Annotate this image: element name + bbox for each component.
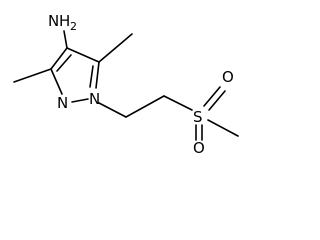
bond-s-methyl	[207, 119, 239, 137]
bond-s-o-top-b	[208, 90, 226, 111]
ring-n1-label: N	[89, 90, 100, 108]
bond-c5-n1-double-inner	[89, 65, 94, 88]
bond-c5-n1-double	[95, 61, 100, 89]
bond-c4-c5	[66, 47, 100, 63]
bond-c5-methyl	[98, 33, 133, 63]
bond-n1-ch2	[98, 102, 127, 118]
bond-c3-methyl	[13, 68, 52, 83]
bond-ch2-ch2	[125, 95, 165, 118]
bond-c4-c3-double	[50, 47, 68, 70]
bond-s-o-top-a	[203, 86, 221, 107]
amine-group: N H 2	[48, 12, 77, 33]
bond-c3-n2	[50, 68, 63, 95]
oxygen-bottom-label: O	[193, 139, 205, 156]
bond-c4-nh2	[63, 30, 68, 49]
ring-n2-label: N	[57, 94, 68, 112]
amine-n-label: N	[48, 12, 59, 30]
pyrazole-ring	[50, 47, 100, 103]
bond-c4-c3-double-inner	[56, 54, 72, 72]
sulfur-label: S	[193, 108, 203, 126]
bond-n2-n1	[71, 98, 89, 103]
structure-diagram: N H 2 N N S O O	[13, 12, 239, 156]
amine-h-count: 2	[70, 20, 77, 33]
oxygen-top-label: O	[222, 68, 234, 86]
amine-h-label: H	[59, 12, 70, 30]
bond-ch2-s	[163, 95, 193, 111]
sulfonyl-group: S O O	[193, 68, 239, 156]
